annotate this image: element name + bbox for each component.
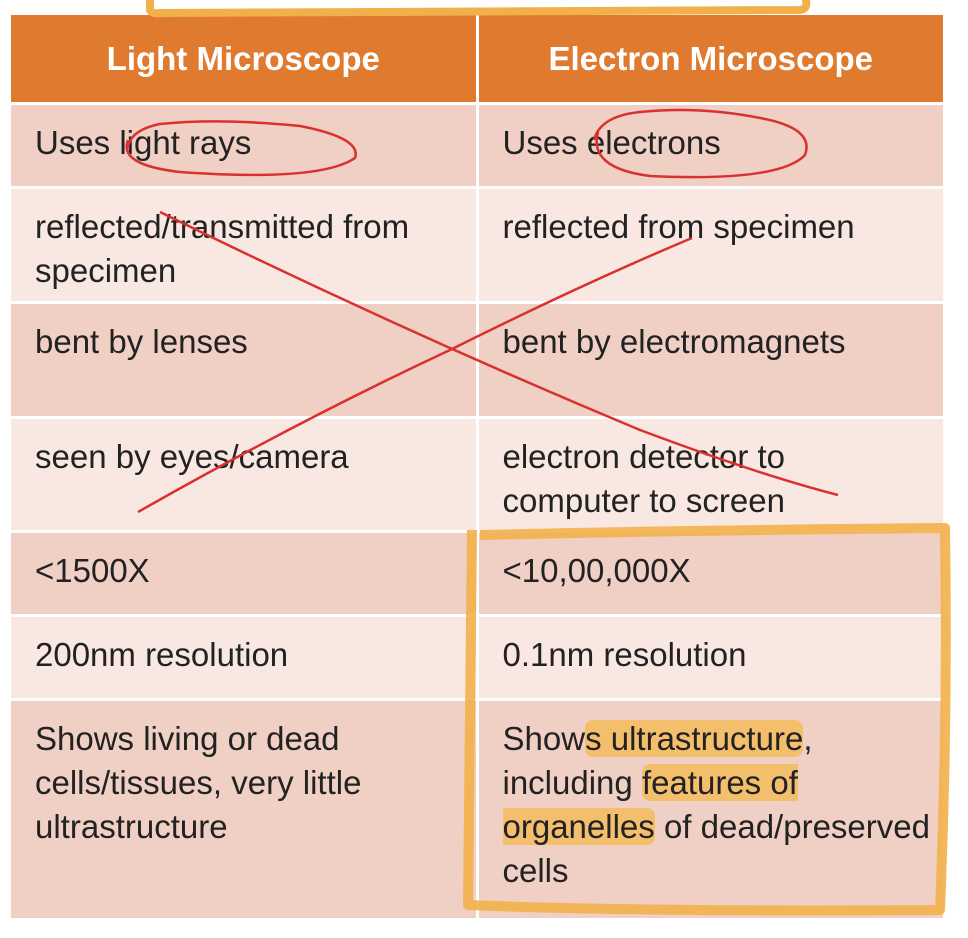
table-row: bent by lenses bent by electromagnets (11, 301, 943, 418)
table-row: <1500X <10,00,000X (11, 530, 943, 616)
cell-light: bent by lenses (11, 301, 479, 418)
table-row: reflected/transmitted from specimen refl… (11, 186, 943, 303)
cell-light: <1500X (11, 530, 479, 616)
text-fragment: Show (502, 720, 586, 757)
cell-light: 200nm resolution (11, 614, 479, 700)
cell-electron: bent by electromagnets (477, 301, 943, 418)
table-row: Uses light rays Uses electrons (11, 102, 943, 188)
header-electron-microscope: Electron Microscope (477, 15, 943, 104)
comparison-table: Light Microscope Electron Microscope Use… (11, 15, 943, 918)
cell-light: reflected/transmitted from specimen (11, 186, 479, 303)
table-row: Shows living or dead cells/tissues, very… (11, 698, 943, 918)
header-light-microscope: Light Microscope (11, 15, 479, 104)
table-row: seen by eyes/camera electron detector to… (11, 416, 943, 532)
cell-electron: Uses electrons (477, 102, 943, 188)
cell-electron: reflected from specimen (477, 186, 943, 303)
cell-electron: electron detector to computer to screen (477, 416, 943, 532)
header-row: Light Microscope Electron Microscope (11, 15, 943, 104)
cell-electron: 0.1nm resolution (477, 614, 943, 700)
orange-marker-top-stroke (146, 0, 811, 18)
cell-light: Shows living or dead cells/tissues, very… (11, 698, 479, 918)
cell-light: Uses light rays (11, 102, 479, 188)
cell-electron: Shows ultrastructure, including features… (477, 698, 943, 918)
highlighted-text: s ultrastructure (585, 720, 804, 757)
cell-light: seen by eyes/camera (11, 416, 479, 532)
cell-electron: <10,00,000X (477, 530, 943, 616)
table-row: 200nm resolution 0.1nm resolution (11, 614, 943, 700)
